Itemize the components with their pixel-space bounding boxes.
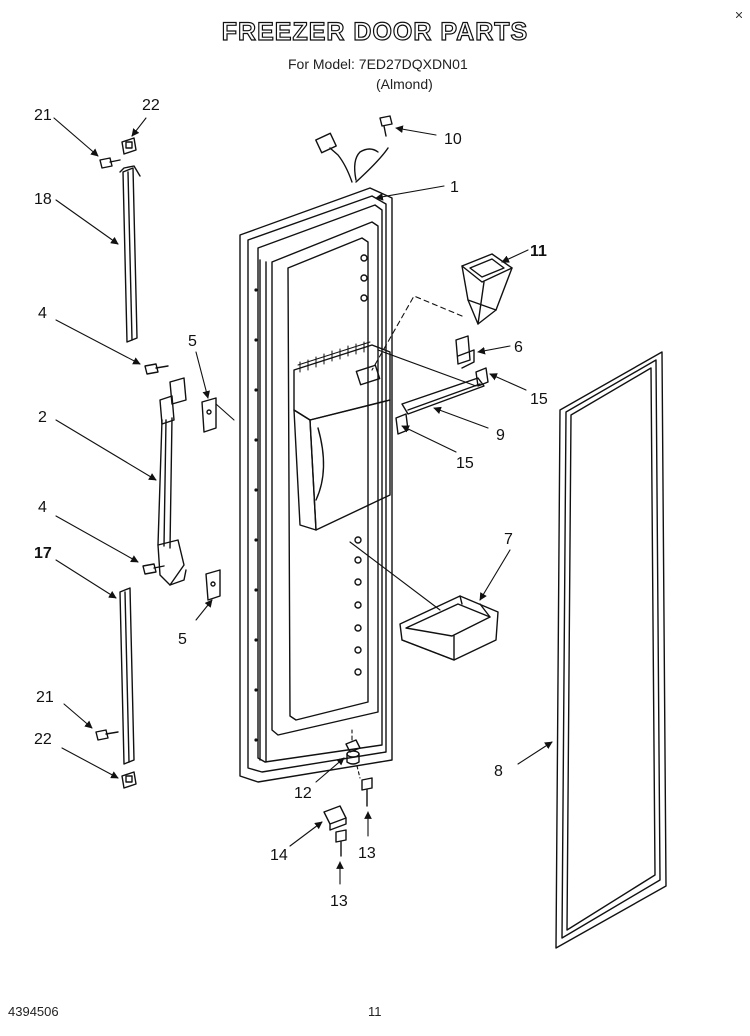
hinge-screw-upper — [361, 777, 373, 807]
callout-5-lower: 5 — [178, 631, 187, 648]
callout-21-upper: 21 — [34, 107, 52, 124]
door-gasket — [555, 351, 667, 949]
upper-trim — [119, 165, 141, 343]
door-panel — [239, 132, 393, 783]
wiring-screw — [379, 115, 393, 137]
ice-chute — [461, 253, 513, 325]
hinge-block — [323, 805, 347, 831]
dispenser-rail — [401, 377, 485, 415]
bracket-lower — [205, 569, 221, 601]
callout-9: 9 — [496, 427, 505, 444]
callout-21-lower: 21 — [36, 689, 54, 706]
callout-5-upper: 5 — [188, 333, 197, 350]
screw-lower — [95, 729, 119, 741]
door-handle — [157, 377, 187, 586]
hinge-bushing — [345, 739, 361, 765]
callout-17: 17 — [34, 545, 52, 562]
callout-10: 10 — [444, 131, 462, 148]
corner-mark-icon — [736, 12, 742, 18]
callout-12: 12 — [294, 785, 312, 802]
rail-end-cap-right — [475, 367, 489, 387]
hinge-screw-lower — [335, 829, 347, 857]
callout-4-upper: 4 — [38, 305, 47, 322]
page-title: FREEZER DOOR PARTS — [221, 17, 529, 46]
callout-22-upper: 22 — [142, 97, 160, 114]
color-variant: (Almond) — [376, 76, 433, 92]
callout-18: 18 — [34, 191, 52, 208]
callout-13-lower: 13 — [330, 893, 348, 910]
handle-screw-upper — [144, 363, 169, 375]
clip-upper — [121, 137, 137, 155]
clip-lower — [121, 771, 137, 789]
callout-22-lower: 22 — [34, 731, 52, 748]
callout-14: 14 — [270, 847, 288, 864]
callout-15-upper: 15 — [530, 391, 548, 408]
screw-upper — [99, 157, 121, 169]
callout-13-upper: 13 — [358, 845, 376, 862]
callout-2: 2 — [38, 409, 47, 426]
callout-7: 7 — [504, 531, 513, 548]
actuator-bracket — [455, 335, 475, 369]
callout-8: 8 — [494, 763, 503, 780]
callout-1: 1 — [450, 179, 459, 196]
callout-15-lower: 15 — [456, 455, 474, 472]
callout-6: 6 — [514, 339, 523, 356]
callout-11: 11 — [530, 243, 547, 260]
model-number: For Model: 7ED27DQXDN01 — [288, 56, 468, 72]
door-bin — [399, 595, 499, 661]
lower-trim — [119, 587, 135, 765]
bracket-upper — [201, 397, 217, 433]
document-number: 4394506 — [8, 1004, 59, 1019]
callout-4-lower: 4 — [38, 499, 47, 516]
leader-lines — [53, 117, 553, 885]
rail-end-cap-left — [395, 413, 409, 435]
handle-screw-lower — [142, 563, 165, 575]
page-number: 11 — [368, 1004, 382, 1019]
